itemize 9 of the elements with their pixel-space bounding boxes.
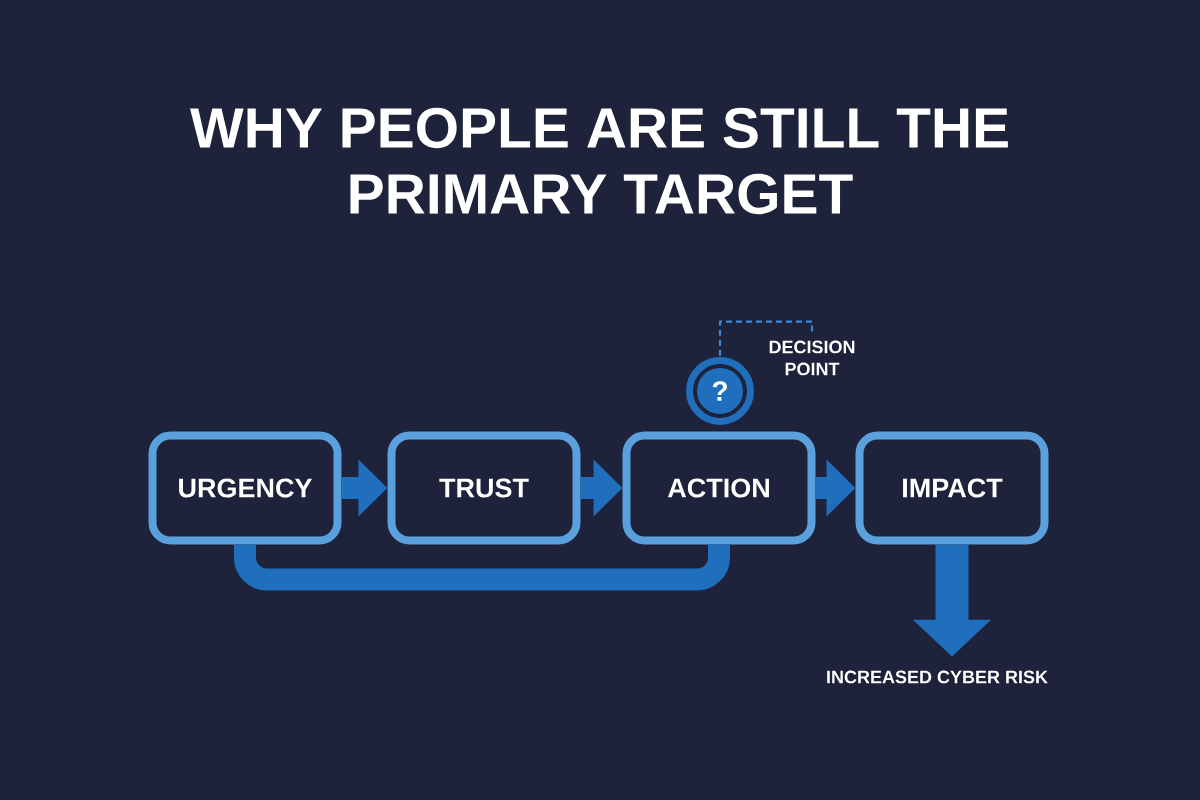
- process-box: IMPACT: [855, 431, 1049, 545]
- connector-band: [234, 544, 730, 591]
- leader-line: [718, 320, 814, 357]
- process-box: TRUST: [387, 431, 581, 545]
- process-box: ACTION: [622, 431, 816, 545]
- outcome-label: INCREASED CYBER RISK: [827, 670, 1048, 684]
- process-box: URGENCY: [148, 431, 342, 545]
- callout-text: DECISION POINT: [769, 340, 855, 376]
- title: WHY PEOPLE ARE STILL THE PRIMARY TARGET: [189, 107, 1008, 215]
